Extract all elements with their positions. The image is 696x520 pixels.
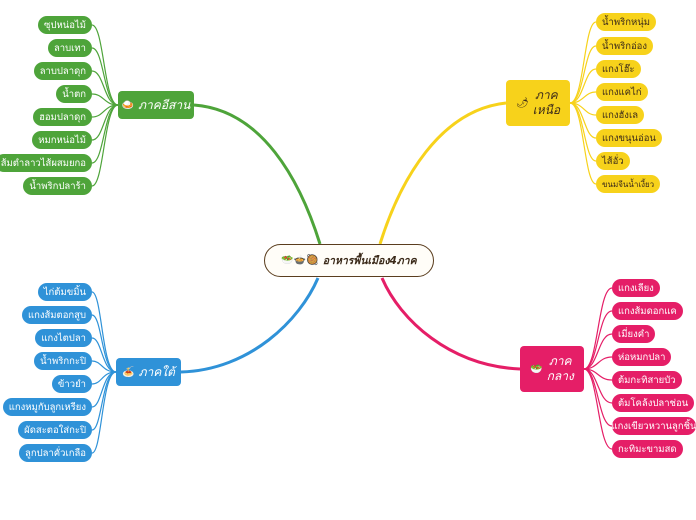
branch-isan-label: ภาคอีสาน [138, 97, 191, 112]
leaf-tai-item[interactable]: น้ำพริกกะปิ [34, 352, 92, 370]
leaf-connector [583, 368, 613, 450]
leaf-connector [91, 291, 117, 373]
branch-klang-label-line2: กลาง [546, 369, 574, 383]
leaf-tai-item[interactable]: แกงส้มตอกสูบ [21, 306, 92, 324]
connector-nuea [378, 101, 507, 245]
leaf-klang-item[interactable]: แกงเลียง [612, 279, 660, 297]
leaf-connector [583, 356, 613, 370]
leaf-tai-item[interactable]: ข้าวยำ [51, 375, 92, 393]
central-topic[interactable]: 🥗🍲🥘 อาหารพื้นเมือง4ภาค [264, 244, 434, 277]
leaf-connector [91, 47, 119, 106]
leaf-connector [91, 371, 117, 454]
leaf-nuea-item[interactable]: ไส้อั่ว [596, 152, 630, 170]
salad-icon: 🥗 [530, 363, 543, 375]
leaf-klang-item[interactable]: กะทิมะขามสด [612, 440, 683, 458]
chili-icon: 🌶 [515, 97, 529, 109]
leaf-connector [91, 337, 117, 373]
leaf-connector [569, 102, 597, 162]
leaf-nuea-item[interactable]: แกงฮังเล [596, 106, 645, 124]
leaf-klang-item[interactable]: แกงส้มดอกแค [612, 302, 683, 320]
leaf-isan-item[interactable]: หมกหน่อไม้ [32, 131, 92, 149]
leaf-nuea-item[interactable]: แกงโฮ๊ะ [596, 60, 641, 78]
leaf-isan-item[interactable]: ลาบปลาดุก [33, 62, 92, 80]
leaf-connector [569, 21, 597, 104]
branch-tai[interactable]: 🍝 ภาคใต้ [116, 358, 181, 386]
food-emoji-icon: 🥗🍲🥘 [281, 255, 319, 266]
branch-isan[interactable]: 🍛 ภาคอีสาน [118, 91, 194, 119]
leaf-isan-item[interactable]: ฮอมปลาดุก [33, 108, 92, 126]
leaf-isan-item[interactable]: ลาบเทา [47, 39, 92, 57]
connector-klang [380, 277, 521, 371]
leaf-connector [569, 102, 597, 185]
leaf-nuea-item[interactable]: แกงขนุนอ่อน [596, 129, 662, 147]
leaf-connector [91, 24, 119, 106]
leaf-tai-item[interactable]: ไก่ต้มขมิ้น [37, 283, 92, 301]
leaf-connector [91, 70, 119, 106]
leaf-tai-item[interactable]: ผัดสะตอใส่กะปิ [18, 421, 92, 439]
leaf-connector [583, 368, 613, 427]
leaf-nuea-item[interactable]: น้ำพริกอ่อง [596, 37, 653, 55]
branch-nuea-label-line1: ภาค [535, 88, 558, 102]
leaf-tai-item[interactable]: แกงไตปลา [35, 329, 92, 347]
leaf-tai-item[interactable]: แกงหมูกับลูกเหรียง [2, 398, 92, 416]
leaf-connector [91, 314, 117, 373]
connector-isan [193, 103, 322, 245]
branch-klang-label-line1: ภาค [548, 354, 572, 368]
branch-nuea[interactable]: 🌶 ภาค เหนือ [506, 80, 570, 126]
leaf-klang-item[interactable]: ห่อหมกปลา [612, 348, 672, 366]
leaf-connector [569, 45, 597, 104]
curry-bowl-icon: 🍛 [121, 99, 135, 111]
connector-tai [180, 277, 320, 374]
noodle-plate-icon: 🍝 [122, 366, 135, 378]
branch-tai-label: ภาคใต้ [138, 364, 175, 379]
leaf-connector [583, 333, 613, 370]
leaf-isan-item[interactable]: น้ำตก [56, 85, 92, 103]
leaf-connector [569, 68, 597, 104]
leaf-klang-item[interactable]: ต้มกะทิสายบัว [612, 371, 682, 389]
leaf-connector [91, 104, 119, 164]
leaf-klang-item[interactable]: แกงเขียวหวานลูกชิ้น [612, 417, 696, 435]
branch-nuea-label-line2: เหนือ [532, 103, 561, 117]
leaf-connector [583, 287, 613, 370]
branch-klang[interactable]: 🥗 ภาค กลาง [520, 346, 584, 392]
leaf-nuea-item[interactable]: ขนมจีนน้ำเงี้ยว [596, 175, 661, 193]
leaf-klang-item[interactable]: ต้มโคล้งปลาช่อน [612, 394, 695, 412]
leaf-isan-item[interactable]: ส้มตำลาวไส้ผสมยกอ [0, 154, 92, 172]
leaf-klang-item[interactable]: เมี่ยงคำ [612, 325, 656, 343]
leaf-nuea-item[interactable]: น้ำพริกหนุ่ม [596, 13, 656, 31]
leaf-tai-item[interactable]: ลูกปลาคั่วเกลือ [19, 444, 92, 462]
leaf-isan-item[interactable]: ซุปหน่อไม้ [38, 16, 92, 34]
leaf-connector [583, 310, 613, 370]
leaf-connector [91, 104, 119, 187]
leaf-isan-item[interactable]: น้ำพริกปลาร้า [23, 177, 92, 195]
leaf-nuea-item[interactable]: แกงแคไก่ [596, 83, 648, 101]
central-topic-label: อาหารพื้นเมือง4ภาค [322, 255, 417, 267]
